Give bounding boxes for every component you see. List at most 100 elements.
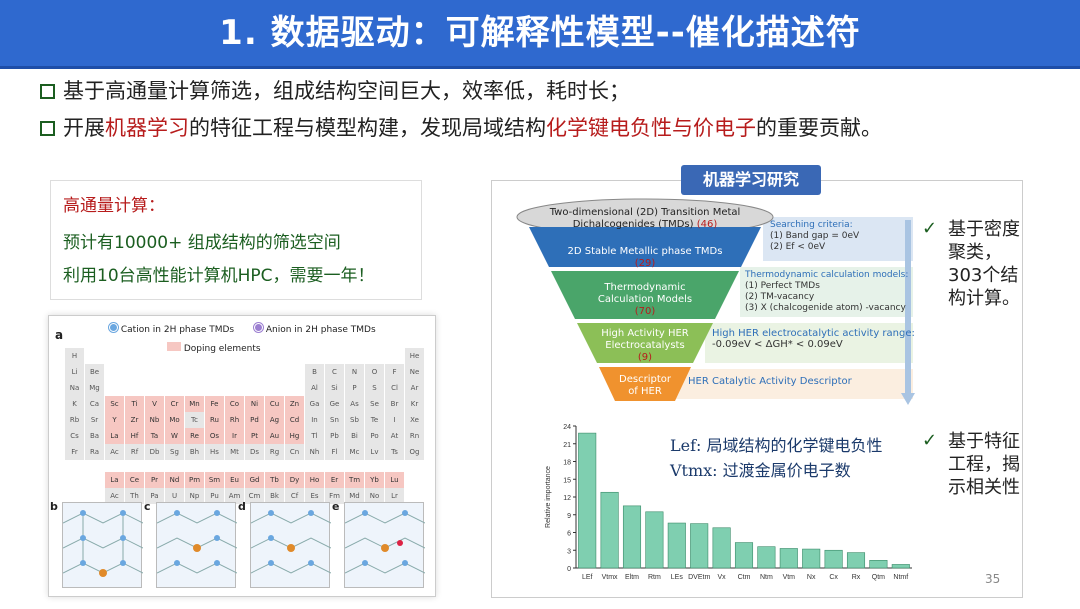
element-cell-bh: Bh	[185, 444, 204, 460]
bar-les	[667, 522, 686, 569]
y-tick-label: 6	[567, 531, 571, 538]
element-cell-ni: Ni	[245, 396, 264, 412]
x-tick-label: Nx	[807, 574, 816, 581]
panel-label-d: d	[238, 500, 246, 513]
element-cell-na: Na	[65, 380, 84, 396]
element-cell-cr: Cr	[165, 396, 184, 412]
element-cell-hg: Hg	[285, 428, 304, 444]
element-cell-pa: Pa	[145, 488, 164, 504]
element-cell-fl: Fl	[325, 444, 344, 460]
element-cell-tl: Tl	[305, 428, 324, 444]
x-tick-label: Vtmx	[602, 574, 618, 581]
note-density-clustering: 基于密度聚类，303个结构计算。	[948, 219, 1020, 309]
structure-thumbnail-d	[250, 502, 332, 588]
funnel-level-4-label: High Activity HER Electrocatalysts(9)	[598, 328, 692, 364]
check-icon: ✓	[922, 430, 938, 451]
element-cell-pb: Pb	[325, 428, 344, 444]
bullet-square-icon	[40, 84, 55, 99]
bar-ntm	[757, 546, 776, 569]
element-cell-cu: Cu	[265, 396, 284, 412]
element-cell-es: Es	[305, 488, 324, 504]
element-cell-ac: Ac	[105, 488, 124, 504]
element-cell-as: As	[345, 396, 364, 412]
element-cell-ba: Ba	[85, 428, 104, 444]
element-cell-ac: Ac	[105, 444, 124, 460]
lattice-image-icon	[156, 510, 238, 574]
x-tick-label: Rtm	[648, 574, 661, 581]
element-cell-er: Er	[325, 472, 344, 488]
bullet-2: 开展机器学习的特征工程与模型构建，发现局域结构化学键电负性与价电子的重要贡献。	[40, 113, 882, 143]
element-cell-br: Br	[385, 396, 404, 412]
bullet-2-part-3: 的特征工程与模型构建，发现局域结构	[189, 116, 546, 140]
element-cell-rn: Rn	[405, 428, 424, 444]
element-cell-te: Te	[365, 412, 384, 428]
element-cell-pr: Pr	[145, 472, 164, 488]
x-tick-label: Ntm	[760, 574, 773, 581]
element-cell-ts: Ts	[385, 444, 404, 460]
funnel-level-1-count: (46)	[696, 219, 718, 230]
criteria-band-2	[740, 267, 913, 317]
panel-label-a: a	[55, 328, 64, 342]
criteria-band-4	[675, 369, 913, 399]
element-cell-fr: Fr	[65, 444, 84, 460]
element-cell-c: C	[325, 364, 344, 380]
funnel-level-1-text: Two-dimensional (2D) Transition Metal Di…	[549, 207, 741, 230]
funnel-level-2-text: 2D Stable Metallic phase TMDs	[567, 246, 723, 257]
hpc-textbox: 高通量计算： 预计有10000+ 组成结构的筛选空间 利用10台高性能计算机HP…	[50, 180, 422, 300]
element-cell-mg: Mg	[85, 380, 104, 396]
element-cell-co: Co	[225, 396, 244, 412]
her-range-title: High HER electrocatalytic activity range…	[712, 328, 915, 339]
bar-rtm	[645, 511, 664, 569]
bullet-square-icon	[40, 121, 55, 136]
x-tick-label: LEf	[582, 574, 593, 581]
element-cell-am: Am	[225, 488, 244, 504]
y-tick-label: 18	[563, 460, 571, 467]
element-cell-cn: Cn	[285, 444, 304, 460]
element-cell-si: Si	[325, 380, 344, 396]
search-criteria-2: (2) Ef < 0eV	[770, 242, 826, 252]
funnel-arrow-head-icon	[901, 393, 915, 405]
element-cell-sb: Sb	[345, 412, 364, 428]
element-cell-mc: Mc	[345, 444, 364, 460]
element-cell-in: In	[305, 412, 324, 428]
element-cell-re: Re	[185, 428, 204, 444]
element-cell-zr: Zr	[125, 412, 144, 428]
element-cell-yb: Yb	[365, 472, 384, 488]
element-cell-rg: Rg	[265, 444, 284, 460]
slide-title: 1. 数据驱动：可解释性模型--催化描述符	[219, 13, 861, 53]
element-cell-cf: Cf	[285, 488, 304, 504]
element-cell-mt: Mt	[225, 444, 244, 460]
element-cell-sn: Sn	[325, 412, 344, 428]
element-cell-tc: Tc	[185, 412, 204, 428]
element-cell-tb: Tb	[265, 472, 284, 488]
lattice-image-icon	[62, 510, 144, 577]
element-cell-y: Y	[105, 412, 124, 428]
element-cell-ir: Ir	[225, 428, 244, 444]
funnel-level-5	[599, 367, 691, 401]
bullet-2-highlight-ml: 机器学习	[105, 116, 189, 140]
funnel-level-4	[577, 323, 713, 363]
element-cell-cs: Cs	[65, 428, 84, 444]
element-cell-ra: Ra	[85, 444, 104, 460]
element-cell-bi: Bi	[345, 428, 364, 444]
bar-qtm	[869, 560, 888, 569]
element-cell-ga: Ga	[305, 396, 324, 412]
y-tick-label: 15	[563, 477, 571, 484]
funnel-diagram	[516, 198, 915, 405]
element-cell-i: I	[385, 412, 404, 428]
criteria-band-3	[705, 323, 913, 363]
funnel-level-3-text: Thermodynamic Calculation Models	[597, 282, 693, 305]
thermo-criteria-3: (3) X (chalcogenide atom) -vacancy	[745, 303, 906, 313]
element-cell-eu: Eu	[225, 472, 244, 488]
funnel-level-4-count: (9)	[637, 352, 653, 363]
element-cell-lv: Lv	[365, 444, 384, 460]
structure-thumbnail-e	[344, 502, 426, 588]
bar-dvetm	[690, 523, 709, 569]
element-cell-xe: Xe	[405, 412, 424, 428]
thermo-criteria-1: (1) Perfect TMDs	[745, 281, 820, 291]
element-cell-pt: Pt	[245, 428, 264, 444]
element-cell-os: Os	[205, 428, 224, 444]
element-cell-la: La	[105, 472, 124, 488]
element-cell-ag: Ag	[265, 412, 284, 428]
element-cell-ca: Ca	[85, 396, 104, 412]
